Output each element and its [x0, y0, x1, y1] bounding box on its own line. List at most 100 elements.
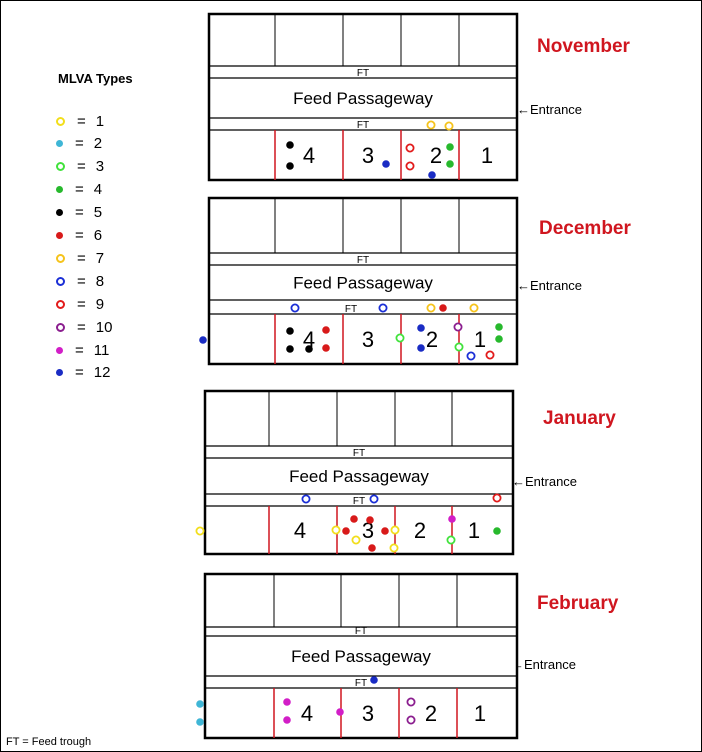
- pen-number-3: 3: [362, 327, 374, 352]
- isolate-marker-type-7: [469, 303, 479, 313]
- month-label-january: January: [543, 408, 616, 429]
- feed-trough-label: FT: [353, 496, 365, 507]
- entrance-label-january: ←Entrance: [512, 474, 578, 489]
- isolate-marker-type-11: [448, 515, 456, 523]
- legend-title: MLVA Types: [58, 71, 133, 86]
- isolate-marker-type-4: [495, 323, 503, 331]
- legend-marker-type-6: [56, 232, 63, 239]
- entrance-label-december: ←Entrance: [517, 278, 583, 293]
- legend-equals: =: [75, 341, 84, 359]
- legend-item-type-9: =9: [56, 295, 104, 313]
- isolate-marker-type-6: [342, 527, 350, 535]
- legend-item-type-11: = 11: [56, 341, 109, 359]
- legend-type-number: 5: [93, 204, 103, 222]
- legend-item-type-3: =3: [56, 158, 104, 176]
- legend-item-type-8: =8: [56, 272, 104, 290]
- legend-equals: =: [75, 364, 84, 382]
- pen-number-2: 2: [430, 143, 442, 168]
- legend-equals: =: [75, 227, 84, 244]
- legend-item-type-2: =2: [56, 135, 102, 153]
- legend-type-number: 7: [95, 249, 105, 267]
- isolate-marker-type-12: [417, 324, 425, 332]
- isolate-marker-type-7: [444, 121, 454, 131]
- legend-marker-type-8: [56, 276, 65, 286]
- legend-type-number: 3: [95, 158, 105, 176]
- isolate-marker-type-12: [370, 676, 378, 684]
- isolate-marker-type-1: [390, 525, 400, 535]
- month-label-december: December: [539, 218, 631, 239]
- barn-outline: [207, 196, 519, 366]
- entrance-label-november: ←Entrance: [517, 102, 583, 117]
- entrance-label-february: ←Entrance: [511, 657, 577, 672]
- isolate-marker-type-9: [405, 143, 415, 153]
- isolate-marker-type-1: [351, 535, 361, 545]
- isolate-marker-type-11: [336, 708, 344, 716]
- feed-trough-label: FT: [355, 678, 367, 689]
- feed-trough-label: FT: [353, 448, 365, 459]
- legend-marker-type-5: [56, 209, 63, 217]
- isolate-marker-type-10: [406, 697, 416, 707]
- legend-item-type-7: =7: [56, 249, 104, 267]
- month-label-february: February: [537, 593, 619, 614]
- pen-number-4: 4: [301, 701, 313, 726]
- isolate-marker-type-4: [493, 527, 501, 535]
- isolate-marker-type-6: [350, 515, 358, 523]
- isolate-marker-type-4: [446, 143, 454, 151]
- legend-type-number: 12: [93, 364, 111, 382]
- legend-type-number: 2: [93, 135, 103, 153]
- feed-trough-label: FT: [345, 304, 357, 315]
- feed-passageway-label: Feed Passageway: [293, 274, 433, 293]
- isolate-marker-type-10: [453, 322, 463, 332]
- pen-number-1: 1: [474, 701, 486, 726]
- legend-type-number: 11: [93, 341, 110, 359]
- pen-number-2: 2: [425, 701, 437, 726]
- legend-item-type-1: =1: [56, 112, 104, 130]
- pen-number-3: 3: [362, 701, 374, 726]
- isolate-marker-type-7: [426, 120, 436, 130]
- feed-passageway-label: Feed Passageway: [291, 647, 431, 666]
- legend-equals: =: [77, 112, 86, 130]
- month-label-november: November: [537, 36, 630, 57]
- legend-marker-type-10: [56, 322, 65, 332]
- legend-marker-type-7: [56, 253, 65, 263]
- pen-number-4: 4: [303, 143, 315, 168]
- footnote: FT = Feed trough: [6, 736, 92, 748]
- legend-marker-type-4: [56, 186, 63, 194]
- legend-equals: =: [77, 318, 86, 336]
- legend-item-type-6: =6: [56, 227, 102, 245]
- isolate-marker-type-12: [428, 171, 436, 179]
- pen-number-1: 1: [474, 327, 486, 352]
- pen-number-4: 4: [303, 327, 315, 352]
- legend-marker-type-11: [56, 346, 63, 354]
- legend-marker-type-1: [56, 116, 65, 126]
- legend-equals: =: [75, 204, 84, 222]
- legend-equals: =: [77, 158, 86, 176]
- isolate-marker-type-8: [290, 303, 300, 313]
- legend-type-number: 9: [95, 295, 105, 313]
- isolate-marker-type-5: [286, 162, 294, 170]
- isolate-marker-type-7: [426, 303, 436, 313]
- feed-passageway-label: Feed Passageway: [289, 467, 429, 486]
- legend-item-type-12: = 12: [56, 364, 110, 382]
- legend-marker-type-2: [56, 140, 63, 148]
- isolate-marker-type-5: [305, 345, 313, 353]
- legend-item-type-10: =10: [56, 318, 112, 336]
- isolate-marker-type-11: [283, 716, 291, 724]
- isolate-marker-type-5: [286, 327, 294, 335]
- isolate-marker-type-6: [368, 544, 376, 552]
- legend-item-type-5: =5: [56, 204, 102, 222]
- isolate-marker-type-5: [286, 345, 294, 353]
- isolate-marker-type-8: [301, 494, 311, 504]
- pen-number-3: 3: [362, 518, 374, 543]
- isolate-marker-type-3: [446, 535, 456, 545]
- isolate-marker-type-6: [322, 344, 330, 352]
- legend-type-number: 6: [93, 227, 103, 244]
- isolate-marker-type-3: [395, 333, 405, 343]
- legend-marker-type-3: [56, 162, 65, 172]
- legend-equals: =: [77, 249, 86, 267]
- isolate-marker-type-9: [492, 493, 502, 503]
- legend-item-type-4: =4: [56, 181, 102, 199]
- barn-outline: [203, 389, 515, 556]
